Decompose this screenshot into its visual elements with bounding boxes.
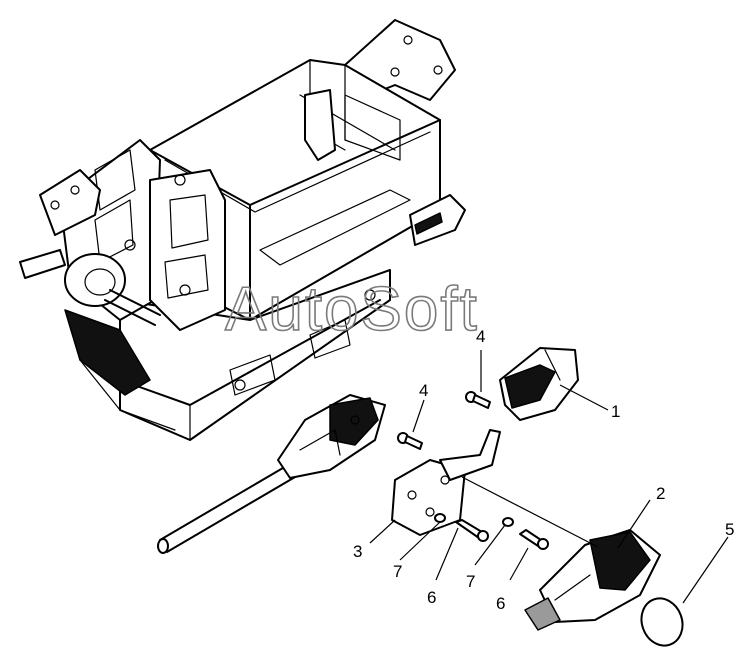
cable-and-lever-assembly: [157, 394, 386, 554]
callout-4-upper: 4: [476, 327, 485, 346]
bolt-4-upper: [465, 391, 491, 409]
callout-6-left: 6: [427, 588, 436, 607]
part-5-o-ring: [640, 597, 684, 647]
callout-4-left: 4: [419, 381, 428, 400]
washer-7-left: [434, 513, 446, 523]
callout-2: 2: [656, 484, 665, 503]
callout-3: 3: [353, 542, 362, 561]
leader-lines: [369, 350, 729, 604]
callout-6-right: 6: [496, 594, 505, 613]
bolt-6-right: [519, 529, 549, 550]
part-2-boot: [524, 529, 661, 631]
washer-7-right: [502, 517, 514, 527]
part-3-bracket: [391, 429, 501, 536]
frame-assembly: [19, 19, 466, 441]
bolt-4-left: [397, 432, 423, 450]
callout-7-right: 7: [466, 572, 475, 591]
part-1-cover: [499, 347, 579, 421]
bolt-6-left: [455, 519, 489, 542]
callout-7-left: 7: [393, 562, 402, 581]
callout-1: 1: [611, 402, 620, 421]
watermark-text: AutoSoft: [225, 275, 479, 344]
callout-5: 5: [725, 520, 734, 539]
